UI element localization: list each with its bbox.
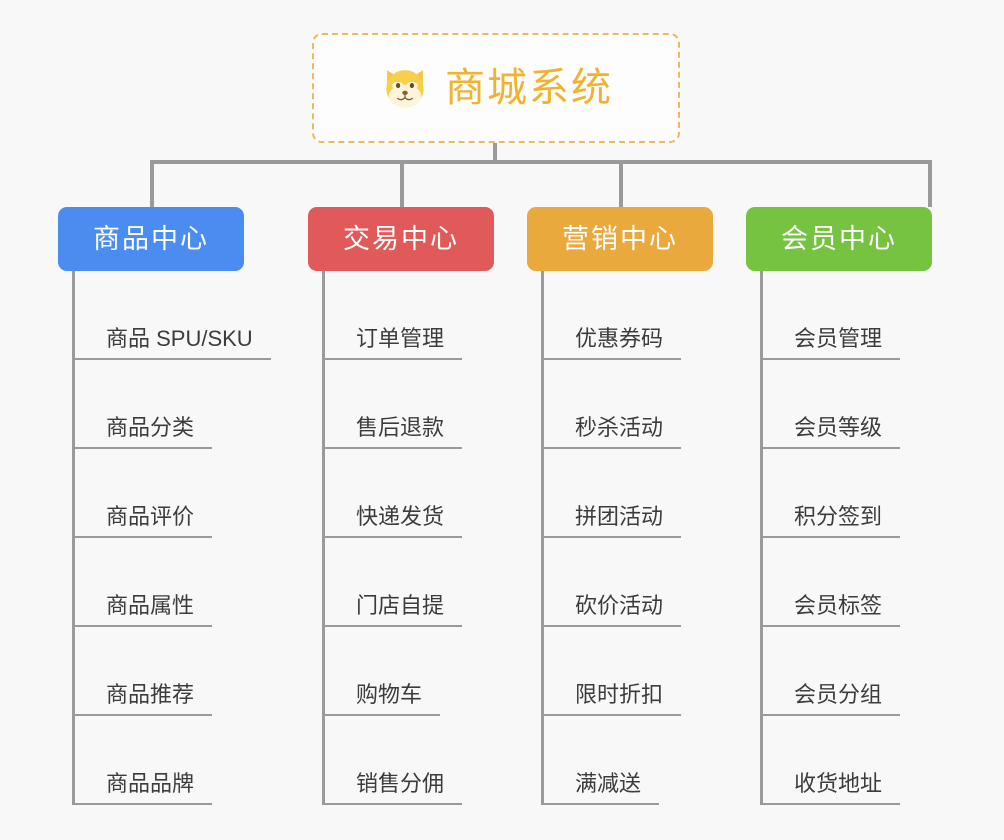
leaf-label: 会员管理 (794, 325, 883, 351)
leaf-label: 商品分类 (106, 414, 195, 440)
leaf-item[interactable]: 购物车 (322, 627, 552, 716)
leaf-list-marketing: 优惠券码 秒杀活动 拼团活动 砍价活动 限时折扣 满减送 (541, 271, 771, 805)
connector-drop-column-3 (619, 160, 623, 207)
leaf-item[interactable]: 收货地址 (760, 716, 990, 805)
category-column-member: 会员中心 会员管理 会员等级 积分签到 会员标签 会员分组 收货地址 (746, 207, 932, 805)
leaf-item[interactable]: 砍价活动 (541, 538, 771, 627)
leaf-item[interactable]: 商品评价 (72, 449, 302, 538)
leaf-label: 会员标签 (794, 592, 883, 618)
leaf-label: 销售分佣 (356, 770, 445, 796)
leaf-label: 收货地址 (794, 770, 883, 796)
leaf-item[interactable]: 限时折扣 (541, 627, 771, 716)
leaf-item[interactable]: 商品品牌 (72, 716, 302, 805)
leaf-item[interactable]: 商品推荐 (72, 627, 302, 716)
leaf-item[interactable]: 门店自提 (322, 538, 552, 627)
leaf-item[interactable]: 拼团活动 (541, 449, 771, 538)
trunk-line-trade (322, 271, 325, 805)
leaf-item[interactable]: 秒杀活动 (541, 360, 771, 449)
leaf-item[interactable]: 会员标签 (760, 538, 990, 627)
trunk-line-member (760, 271, 763, 805)
leaf-label: 购物车 (356, 681, 423, 707)
leaf-label: 商品推荐 (106, 681, 195, 707)
leaf-label: 优惠券码 (575, 325, 664, 351)
leaf-item[interactable]: 售后退款 (322, 360, 552, 449)
trunk-line-marketing (541, 271, 544, 805)
connector-drop-column-2 (400, 160, 404, 207)
dog-face-icon (386, 70, 424, 109)
leaf-label: 拼团活动 (575, 503, 664, 529)
category-column-marketing: 营销中心 优惠券码 秒杀活动 拼团活动 砍价活动 限时折扣 满减送 (527, 207, 713, 805)
leaf-label: 商品评价 (106, 503, 195, 529)
leaf-label: 积分签到 (794, 503, 883, 529)
leaf-label: 商品属性 (106, 592, 195, 618)
leaf-list-member: 会员管理 会员等级 积分签到 会员标签 会员分组 收货地址 (760, 271, 990, 805)
leaf-label: 商品品牌 (106, 770, 195, 796)
leaf-item[interactable]: 商品分类 (72, 360, 302, 449)
connector-drop-column-1 (150, 160, 154, 207)
leaf-item[interactable]: 会员管理 (760, 271, 990, 360)
category-column-trade: 交易中心 订单管理 售后退款 快递发货 门店自提 购物车 销售分佣 (308, 207, 494, 805)
category-label: 交易中心 (343, 223, 459, 254)
category-label: 营销中心 (562, 223, 678, 254)
root-node-mall-system[interactable]: 商城系统 (312, 33, 680, 143)
leaf-label: 会员分组 (794, 681, 883, 707)
leaf-list-trade: 订单管理 售后退款 快递发货 门店自提 购物车 销售分佣 (322, 271, 552, 805)
leaf-item[interactable]: 满减送 (541, 716, 771, 805)
connector-root-stem (493, 143, 497, 164)
category-label: 商品中心 (93, 223, 209, 254)
leaf-label: 商品 SPU/SKU (106, 325, 253, 351)
root-node-title: 商城系统 (445, 66, 613, 110)
leaf-label: 快递发货 (356, 503, 445, 529)
category-box-marketing[interactable]: 营销中心 (527, 207, 713, 271)
leaf-item[interactable]: 会员等级 (760, 360, 990, 449)
leaf-item[interactable]: 优惠券码 (541, 271, 771, 360)
trunk-line-product (72, 271, 75, 805)
leaf-label: 限时折扣 (575, 681, 664, 707)
leaf-item[interactable]: 商品 SPU/SKU (72, 271, 302, 360)
leaf-item[interactable]: 会员分组 (760, 627, 990, 716)
leaf-label: 门店自提 (356, 592, 445, 618)
leaf-label: 订单管理 (356, 325, 445, 351)
connector-drop-column-4 (928, 160, 932, 207)
category-box-product[interactable]: 商品中心 (58, 207, 244, 271)
leaf-item[interactable]: 订单管理 (322, 271, 552, 360)
category-column-product: 商品中心 商品 SPU/SKU 商品分类 商品评价 商品属性 商品推荐 商品品牌 (58, 207, 271, 805)
leaf-label: 会员等级 (794, 414, 883, 440)
category-box-trade[interactable]: 交易中心 (308, 207, 494, 271)
leaf-label: 秒杀活动 (575, 414, 664, 440)
leaf-label: 满减送 (575, 770, 642, 796)
leaf-label: 售后退款 (356, 414, 445, 440)
category-box-member[interactable]: 会员中心 (746, 207, 932, 271)
leaf-item[interactable]: 快递发货 (322, 449, 552, 538)
leaf-item[interactable]: 销售分佣 (322, 716, 552, 805)
leaf-list-product: 商品 SPU/SKU 商品分类 商品评价 商品属性 商品推荐 商品品牌 (72, 271, 302, 805)
leaf-label: 砍价活动 (575, 592, 664, 618)
leaf-item[interactable]: 积分签到 (760, 449, 990, 538)
leaf-item[interactable]: 商品属性 (72, 538, 302, 627)
connector-horizontal-bus (150, 160, 931, 164)
category-label: 会员中心 (781, 223, 897, 254)
